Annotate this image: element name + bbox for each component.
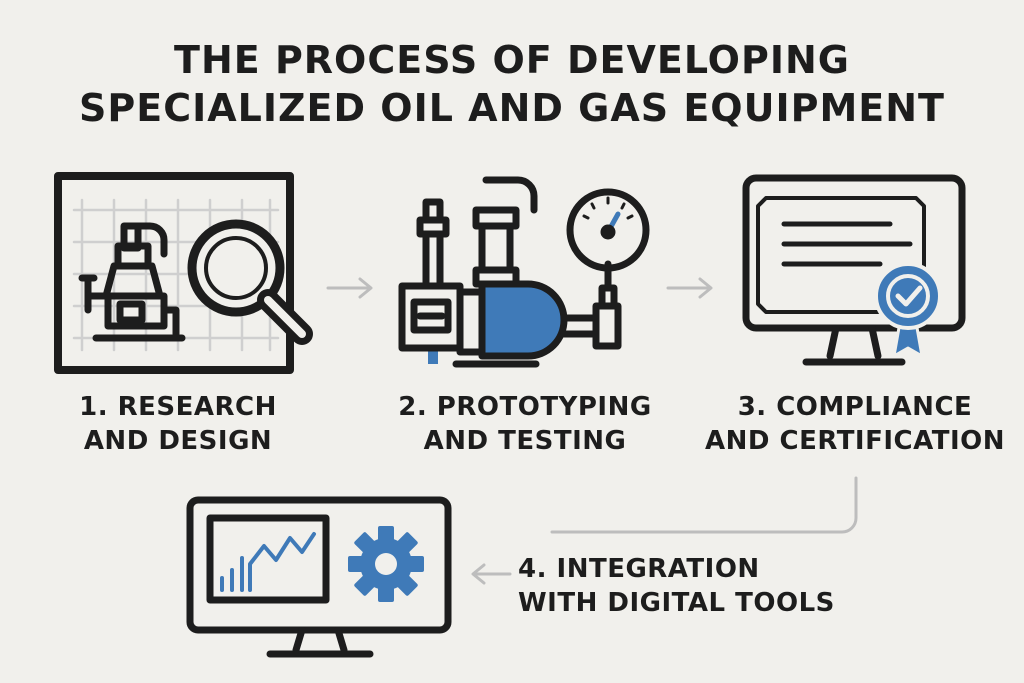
- arrow-step2-to-step3: [666, 276, 716, 300]
- step-3-label: 3. COMPLIANCE AND CERTIFICATION: [700, 390, 1010, 458]
- step-4-label: 4. INTEGRATION WITH DIGITAL TOOLS: [518, 552, 835, 620]
- step-1-line-2: AND DESIGN: [83, 426, 273, 456]
- step-1-line-1: 1. RESEARCH: [79, 392, 277, 422]
- title-line-1: THE PROCESS OF DEVELOPING: [174, 38, 850, 82]
- arrow-step3-to-step4: [460, 474, 870, 604]
- step-2-line-1: 2. PROTOTYPING: [398, 392, 652, 422]
- diagram-title: THE PROCESS OF DEVELOPING SPECIALIZED OI…: [0, 36, 1024, 132]
- step-1-label: 1. RESEARCH AND DESIGN: [62, 390, 294, 458]
- step-2-label: 2. PROTOTYPING AND TESTING: [380, 390, 670, 458]
- step-2-line-2: AND TESTING: [423, 426, 627, 456]
- step-4-line-2: WITH DIGITAL TOOLS: [518, 588, 835, 618]
- title-line-2: SPECIALIZED OIL AND GAS EQUIPMENT: [79, 86, 945, 130]
- pump-pressure-gauge-icon: [396, 168, 662, 368]
- arrow-step1-to-step2: [326, 276, 376, 300]
- step-4-line-1: 4. INTEGRATION: [518, 554, 760, 584]
- step-3-line-2: AND CERTIFICATION: [704, 426, 1005, 456]
- step-3-line-1: 3. COMPLIANCE: [737, 392, 973, 422]
- monitor-certificate-icon: [740, 172, 972, 378]
- monitor-chart-gear-icon: [184, 494, 456, 666]
- blueprint-magnifier-icon: [52, 170, 322, 375]
